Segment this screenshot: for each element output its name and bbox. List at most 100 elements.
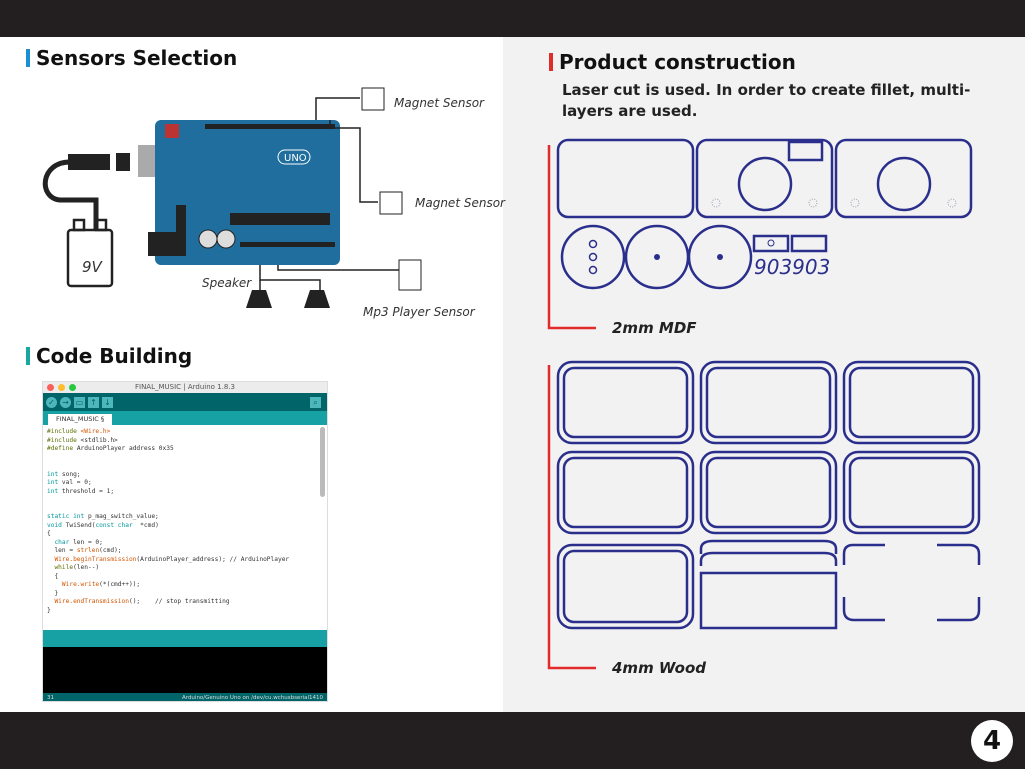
wood-panel-inner xyxy=(562,549,689,624)
mdf-hole xyxy=(876,156,932,212)
code-line: } xyxy=(47,606,51,614)
code-line: } xyxy=(47,589,59,597)
arduino-board xyxy=(155,120,340,265)
tab-hole xyxy=(767,239,775,247)
wood-panel-inner xyxy=(562,456,689,529)
sensors-title: Sensors Selection xyxy=(26,46,237,70)
code-line: Wire.endTransmission(); // stop transmit… xyxy=(47,598,230,605)
right-panel xyxy=(503,37,1025,712)
speaker-icon xyxy=(246,290,330,308)
laser-cut-parts: 903903 xyxy=(547,138,981,670)
status-board: Arduino/Genuino Uno on /dev/cu.wchusbser… xyxy=(182,695,323,701)
disc-hole xyxy=(588,252,598,262)
disc-center xyxy=(654,254,660,260)
code-line: #include <stdlib.h> xyxy=(47,436,118,444)
circuit-diagram: UNO xyxy=(42,87,422,308)
wood-strip xyxy=(699,551,838,566)
code-line: #define ArduinoPlayer address 0x35 xyxy=(47,445,174,452)
description: Laser cut is used. In order to create fi… xyxy=(562,81,971,120)
ide-toolbar: ✓→ ▭↑↓ ⌕ xyxy=(43,393,327,411)
code-editor[interactable]: #include <Wire.h>#include <stdlib.h>#def… xyxy=(43,425,327,630)
wood-bracket xyxy=(547,365,596,670)
wood-strip xyxy=(699,539,838,554)
wood-panel-outer xyxy=(699,360,838,445)
magnet-sensor-label-1: Magnet Sensor xyxy=(394,96,484,110)
console xyxy=(43,647,327,693)
mdf-slot xyxy=(787,140,824,162)
speaker-grill xyxy=(850,198,860,208)
mdf-bracket xyxy=(547,145,596,330)
wood-panel-inner xyxy=(705,456,832,529)
wood-panel-outer xyxy=(556,543,695,630)
open-icon[interactable]: ↑ xyxy=(88,396,99,408)
speaker-grill xyxy=(711,198,721,208)
wood-panel-inner xyxy=(705,366,832,439)
disc-hole xyxy=(588,265,598,275)
wood-label: 4mm Wood xyxy=(612,659,706,677)
wood-panel-inner xyxy=(848,456,975,529)
serial-monitor-icon[interactable]: ⌕ xyxy=(310,396,321,408)
speaker-grill xyxy=(947,198,957,208)
mdf-tab xyxy=(752,234,790,253)
product-title: Product construction xyxy=(549,50,796,74)
upload-icon[interactable]: → xyxy=(60,396,71,408)
mdf-hole xyxy=(737,156,793,212)
code-title: Code Building xyxy=(26,344,192,368)
wood-panel-inner xyxy=(848,366,975,439)
code-line: { xyxy=(47,572,59,580)
wood-panel-outer xyxy=(842,450,981,535)
window-title: FINAL_MUSIC | Arduino 1.8.3 xyxy=(43,382,327,393)
code-line: while(len--) xyxy=(47,564,100,571)
wood-panel-outer xyxy=(842,360,981,445)
battery-icon xyxy=(66,218,114,288)
disc-center xyxy=(717,254,723,260)
board-label: UNO xyxy=(284,153,307,164)
mdf-disc xyxy=(687,224,753,290)
mdf-panel xyxy=(556,138,695,219)
bottom-bar xyxy=(0,712,1025,769)
mdf-label: 2mm MDF xyxy=(612,319,697,337)
scrollbar[interactable] xyxy=(320,427,325,497)
mp3-sensor-label: Mp3 Player Sensor xyxy=(363,305,475,319)
code-line: Wire.beginTransmission(ArduinoPlayer_add… xyxy=(47,555,290,563)
wood-panel-outer xyxy=(556,450,695,535)
code-line: #include <Wire.h> xyxy=(47,428,111,435)
code-line: int song; xyxy=(47,470,81,478)
wood-corners xyxy=(842,543,981,622)
code-line: { xyxy=(47,530,51,537)
wood-panel-inner xyxy=(562,366,689,439)
engraving-text: 903903 xyxy=(754,255,830,279)
code-line: int threshold = 1; xyxy=(47,487,115,495)
code-line xyxy=(47,505,323,514)
usb-plug xyxy=(68,154,110,170)
code-line: Wire.write(*(cmd++)); xyxy=(47,581,141,588)
mdf-panel xyxy=(834,138,973,219)
verify-icon[interactable]: ✓ xyxy=(46,396,57,408)
usb-cable xyxy=(42,159,99,230)
code-line: char len = 0; xyxy=(47,538,103,546)
battery-label: 9V xyxy=(82,258,102,276)
code-line xyxy=(47,454,323,463)
speaker-label: Speaker xyxy=(202,276,252,290)
save-icon[interactable]: ↓ xyxy=(102,396,113,408)
speaker-grill xyxy=(808,198,818,208)
code-line xyxy=(47,462,323,471)
wood-base xyxy=(699,571,838,630)
arduino-ide-screenshot: FINAL_MUSIC | Arduino 1.8.3 ✓→ ▭↑↓ ⌕ FIN… xyxy=(42,381,328,702)
wood-panel-outer xyxy=(699,450,838,535)
chip-icon xyxy=(361,87,422,291)
code-line: void TwiSend(const char *cmd) xyxy=(47,521,159,529)
code-line: int val = 0; xyxy=(47,479,92,486)
tab-final-music[interactable]: FINAL_MUSIC § xyxy=(48,414,113,425)
code-line: static int p_mag_switch_value; xyxy=(47,513,159,520)
mdf-panel xyxy=(695,138,834,219)
magnet-sensor-label-2: Magnet Sensor xyxy=(415,196,505,210)
mdf-tab xyxy=(790,234,828,253)
wood-panel-outer xyxy=(556,360,695,445)
top-bar xyxy=(0,0,1025,37)
new-icon[interactable]: ▭ xyxy=(74,396,85,408)
code-line xyxy=(47,496,323,505)
mdf-disc xyxy=(560,224,626,290)
usb-port xyxy=(138,145,160,177)
disc-hole xyxy=(588,239,598,249)
